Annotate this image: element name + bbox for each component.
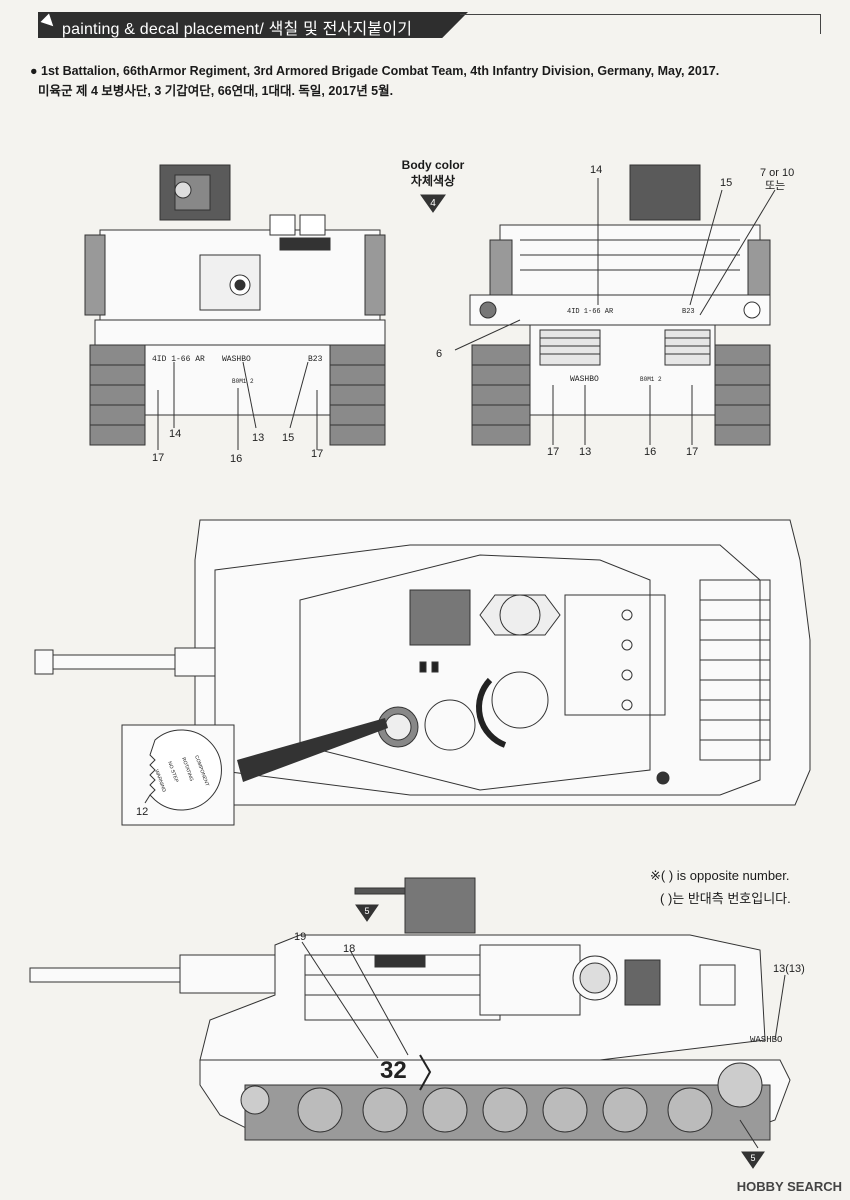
callout-rear-16: 16 (644, 446, 656, 458)
callout-side-18: 18 (343, 943, 355, 955)
front-bumper-marking: B23 (308, 355, 323, 364)
callout-side-19: 19 (294, 931, 306, 943)
body-color-marker: 4 (420, 194, 446, 213)
callout-rear-17a: 17 (547, 446, 559, 458)
opposite-number-note-ko: ( )는 반대측 번호입니다. (660, 891, 791, 906)
callout-front-17a: 17 (152, 452, 164, 464)
header-background (38, 12, 468, 38)
opposite-number-note-en: ※( ) is opposite number. (650, 868, 790, 883)
callout-top-12: 12 (136, 806, 148, 818)
side-number-marking: 32 (380, 1057, 407, 1084)
body-color-label: Body color 차체색상 (398, 158, 468, 189)
callout-side-13: 13(13) (773, 963, 805, 975)
warning-inset: WARNING NO STEP ROTATING COMPONENT (121, 724, 235, 826)
rear-unit-marking: 4ID 1-66 AR (567, 308, 614, 316)
callout-rear-or: 또는 (765, 179, 785, 192)
callout-front-16: 16 (230, 453, 242, 465)
front-unit-marking: 4ID 1-66 AR (152, 355, 205, 364)
rear-name-marking: WASHBO (570, 375, 599, 384)
callout-rear-14: 14 (590, 164, 602, 176)
callout-rear-17b: 17 (686, 446, 698, 458)
callout-front-14: 14 (169, 428, 181, 440)
header-title: painting & decal placement/ 색칠 및 전사지붙이기 (62, 21, 413, 38)
front-serial-marking: B0M1 2 (232, 378, 254, 385)
callout-rear-6: 6 (436, 348, 442, 360)
rear-serial-marking: B0M1 2 (640, 376, 662, 383)
callout-front-15: 15 (282, 432, 294, 444)
side-color-markers: 5 5 (355, 904, 765, 1169)
body-color-en: Body color (401, 158, 465, 172)
header-bar: painting & decal placement/ 색칠 및 전사지붙이기 (0, 0, 850, 40)
top-view (34, 519, 811, 806)
side-marker-b-number: 5 (750, 1153, 755, 1163)
callout-front-13: 13 (252, 432, 264, 444)
body-color-number: 4 (430, 198, 436, 209)
rear-bumper-marking: B23 (682, 308, 695, 316)
callout-rear-7or10: 7 or 10 (760, 167, 794, 179)
watermark: HOBBY SEARCH (736, 1179, 842, 1194)
callout-front-17b: 17 (311, 448, 323, 460)
front-view: 4ID 1-66 AR WASHBO B23 B0M1 2 (84, 164, 386, 450)
callout-rear-13: 13 (579, 446, 591, 458)
header-rule-end (820, 14, 821, 34)
description-en-text: 1st Battalion, 66thArmor Regiment, 3rd A… (41, 64, 720, 78)
body-color-ko: 차체색상 (410, 174, 456, 188)
description-line-en: ● 1st Battalion, 66thArmor Regiment, 3rd… (30, 64, 720, 78)
callout-rear-15: 15 (720, 177, 732, 189)
header-rule (460, 14, 820, 15)
rear-view: 4ID 1-66 AR B23 WASHBO B0M1 2 (454, 164, 776, 446)
description-line-ko: 미육군 제 4 보병사단, 3 기갑여단, 66연대, 1대대. 독일, 201… (38, 84, 394, 98)
side-marker-a-number: 5 (364, 906, 369, 916)
side-view: 32 WASHBO (29, 877, 791, 1149)
front-name-marking: WASHBO (222, 355, 251, 364)
side-name-marking: WASHBO (750, 1035, 782, 1045)
